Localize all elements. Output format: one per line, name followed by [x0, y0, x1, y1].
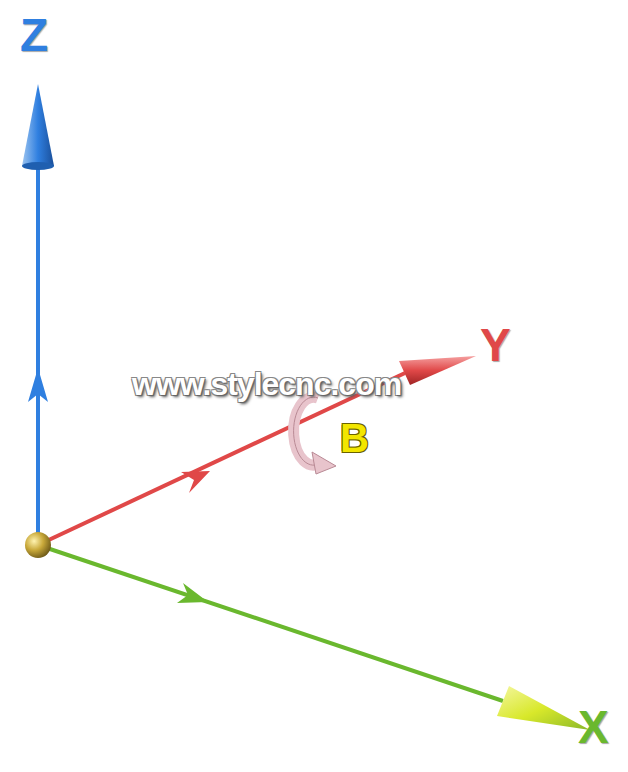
z-axis-cone [22, 84, 54, 166]
x-direction-arrow [177, 583, 208, 603]
rotation-label: B [340, 418, 369, 458]
x-axis-cone [497, 686, 590, 730]
b-rotation-arrow [312, 452, 336, 474]
z-axis [36, 160, 40, 545]
axis-label: Z [20, 12, 48, 58]
origin-sphere [25, 532, 51, 558]
y-direction-arrow [181, 471, 210, 493]
z-direction-arrow [28, 368, 48, 402]
z-cone-base [22, 162, 54, 170]
axis-label: X [578, 704, 609, 750]
y-axis-cone [399, 356, 476, 385]
x-axis [38, 545, 503, 701]
watermark: www.stylecnc.com [132, 368, 401, 400]
axis-label: Y [480, 322, 511, 368]
